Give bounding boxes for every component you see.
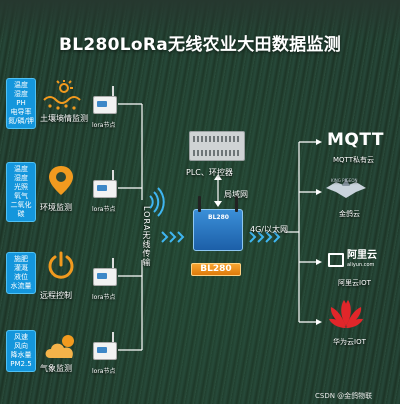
bl280-gateway-device: BL280 — [193, 196, 243, 251]
aliyun-logo-icon — [328, 253, 344, 267]
node-antenna — [112, 170, 114, 180]
lora-node-label-1: lora节点 — [92, 122, 116, 129]
aliyun-iot-label: 阿里云IOT — [338, 279, 371, 287]
network-label: 4G/以太网 — [250, 225, 288, 234]
environment-monitor-label: 环境监测 — [40, 203, 72, 212]
plc-label: PLC、环控器 — [186, 168, 233, 177]
sensor-box-environment: 温度 湿度 光照 氧气 二氧化碳 — [6, 162, 36, 222]
wireless-signal-icon — [149, 187, 165, 217]
chevron-arrows-left — [161, 231, 185, 243]
gateway-antenna — [235, 196, 238, 212]
jinge-cloud-label: 金鸽云 — [339, 210, 360, 218]
plc-device-image — [189, 131, 245, 161]
mqtt-cloud-label: MQTT私有云 — [333, 156, 374, 164]
gateway-antenna — [198, 196, 201, 212]
lora-node-2 — [93, 180, 117, 198]
location-pin-icon — [44, 164, 86, 198]
bl280-badge: BL280 — [191, 263, 241, 276]
mqtt-logo: MQTT — [327, 130, 384, 150]
lora-node-label-2: lora节点 — [92, 206, 116, 213]
huawei-iot-label: 华为云IOT — [333, 338, 366, 346]
lan-label: 局域网 — [224, 190, 248, 199]
page-title: BL280LoRa无线农业大田数据监测 — [58, 35, 342, 55]
sensor-box-weather: 风速 风向 降水量 PM2.5 — [6, 330, 36, 372]
weather-monitor-label: 气象监测 — [40, 364, 72, 373]
lora-node-label-3: lora节点 — [92, 294, 116, 301]
lora-node-3 — [93, 268, 117, 286]
lora-node-1 — [93, 96, 117, 114]
power-icon — [46, 250, 88, 284]
lora-node-label-4: lora节点 — [92, 368, 116, 375]
sensor-box-control: 施肥 灌溉 液位 水流量 — [6, 252, 36, 294]
soil-monitor-label: 土壤墒情监测 — [40, 114, 88, 123]
aliyun-domain: aliyun.com — [347, 262, 375, 268]
aliyun-logo-text: 阿里云 — [347, 250, 377, 261]
lora-node-4 — [93, 342, 117, 360]
king-pigeon-text: KING PIGEON — [331, 178, 358, 183]
node-antenna — [112, 86, 114, 96]
lora-transmission-label: LORA无线传输 — [142, 206, 151, 268]
node-antenna — [112, 332, 114, 342]
remote-control-label: 远程控制 — [40, 291, 72, 300]
sensor-box-soil: 温度 湿度 PH 电导率 氮/磷/钾 — [6, 78, 36, 129]
sky-gradient — [0, 0, 400, 40]
soil-sun-icon — [40, 80, 82, 114]
watermark: CSDN @金鸽物联 — [315, 392, 373, 400]
weather-cloud-sun-icon — [42, 332, 84, 366]
node-antenna — [112, 258, 114, 268]
chevron-arrows-right — [249, 231, 281, 243]
